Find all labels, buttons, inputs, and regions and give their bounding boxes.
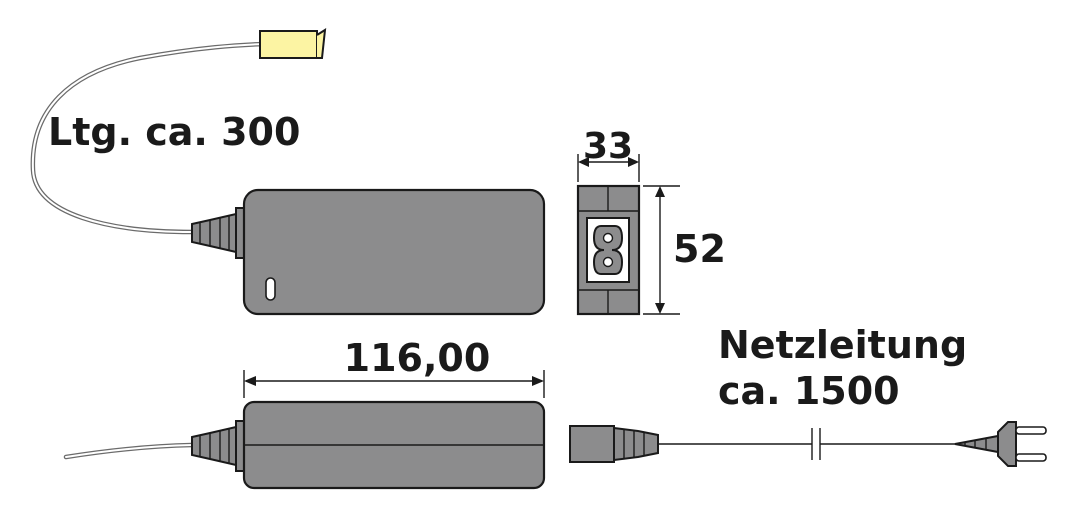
- secondary-cable-side: [63, 442, 195, 460]
- height-dimension-label: 52: [673, 227, 726, 271]
- low-voltage-connector: [259, 28, 327, 59]
- secondary-cable: [30, 41, 265, 235]
- width-dimension: [577, 154, 640, 182]
- housing-top-view: [242, 188, 546, 316]
- mains-cable: [658, 428, 955, 460]
- length-dimension-label: 116,00: [344, 336, 491, 380]
- height-dimension: [643, 185, 680, 315]
- secondary-cable-label: Ltg. ca. 300: [48, 110, 300, 154]
- housing-side-view: [242, 400, 546, 490]
- mains-cable-label-line2: ca. 1500: [718, 369, 900, 413]
- length-dimension: [243, 370, 545, 398]
- mains-cable-label-line1: Netzleitung: [718, 323, 967, 367]
- strain-relief-side: [191, 420, 246, 472]
- iec-plug: [569, 425, 659, 463]
- width-dimension-label: 33: [583, 126, 633, 167]
- housing-end-view: [576, 184, 641, 316]
- strain-relief-top: [191, 207, 246, 259]
- euro-plug: [954, 421, 1047, 467]
- status-led: [265, 277, 276, 301]
